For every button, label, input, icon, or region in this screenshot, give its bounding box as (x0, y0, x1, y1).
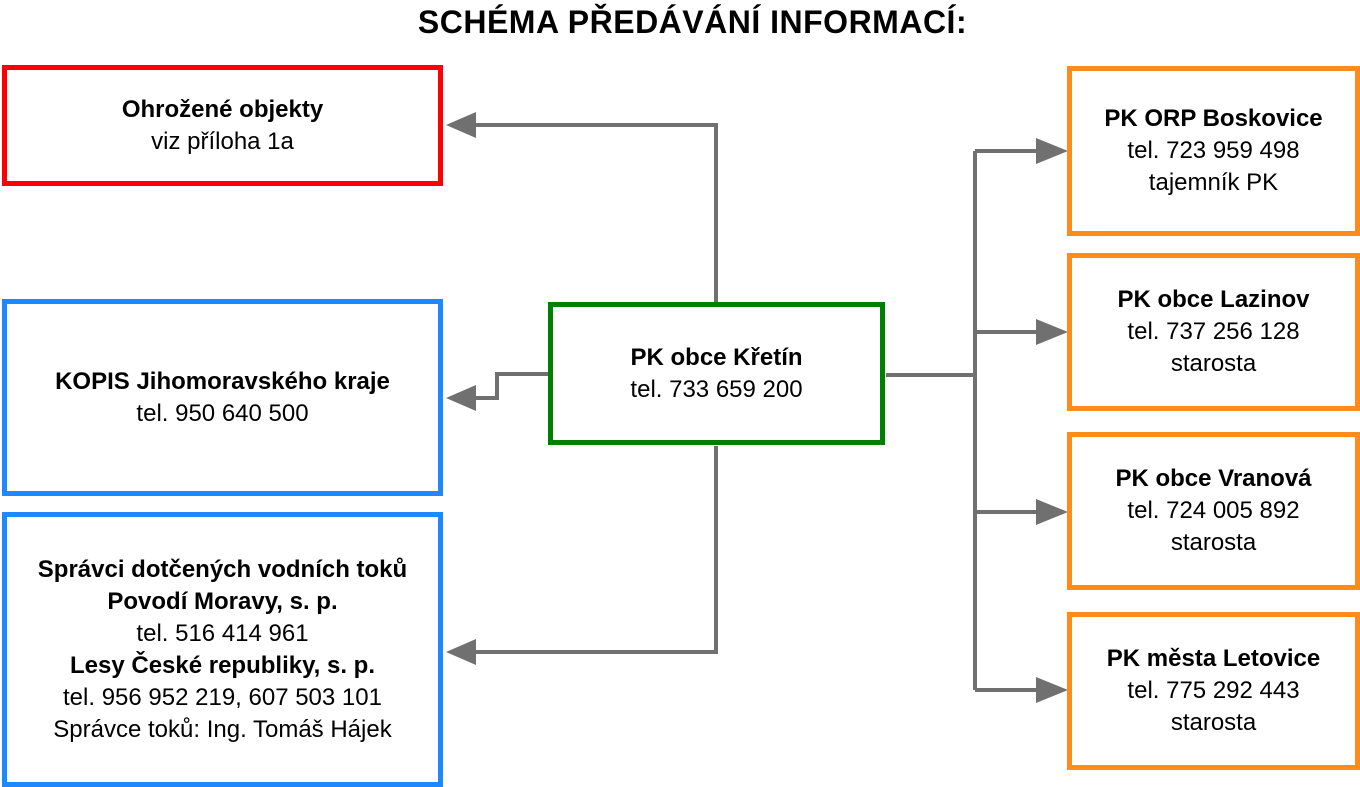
kopis-name: KOPIS Jihomoravského kraje (55, 367, 390, 395)
diagram-title: SCHÉMA PŘEDÁVÁNÍ INFORMACÍ: (417, 4, 968, 40)
boskovice-role: tajemník PK (1148, 169, 1279, 196)
lazinov-role: starosta (1170, 350, 1257, 377)
center-box-kretin: PK obce Křetín tel. 733 659 200 (548, 302, 885, 445)
threatened-objects-note: viz příloha 1a (151, 127, 294, 155)
arrowhead-kopis (446, 385, 476, 411)
river-managers-heading: Správci dotčených vodních toků (37, 555, 408, 583)
letovice-name: PK města Letovice (1106, 645, 1321, 672)
lesy-cr-name: Lesy České republiky, s. p. (69, 651, 376, 679)
threatened-objects-name: Ohrožené objekty (121, 95, 324, 123)
river-managers-box: Správci dotčených vodních toků Povodí Mo… (2, 512, 443, 787)
kopis-box: KOPIS Jihomoravského kraje tel. 950 640 … (2, 299, 443, 496)
box-boskovice: PK ORP Boskovice tel. 723 959 498 tajemn… (1067, 66, 1360, 236)
lazinov-name: PK obce Lazinov (1117, 286, 1310, 313)
threatened-objects-box: Ohrožené objekty viz příloha 1a (2, 65, 443, 186)
povodi-moravy-phone: tel. 516 414 961 (136, 619, 309, 647)
connector-to-rivers (475, 446, 718, 654)
center-name: PK obce Křetín (630, 343, 803, 371)
arrowhead-threatened (446, 112, 476, 138)
arrowhead-letovice (1036, 677, 1068, 703)
center-phone: tel. 733 659 200 (630, 375, 803, 403)
letovice-phone: tel. 775 292 443 (1127, 677, 1300, 704)
vranova-phone: tel. 724 005 892 (1127, 497, 1300, 524)
arrowhead-vranova (1036, 499, 1068, 525)
lesy-cr-phone: tel. 956 952 219, 607 503 101 (63, 683, 382, 711)
arrowhead-boskovice (1036, 138, 1068, 164)
lazinov-phone: tel. 737 256 128 (1127, 318, 1300, 345)
river-manager-person: Správce toků: Ing. Tomáš Hájek (53, 715, 392, 743)
letovice-role: starosta (1170, 709, 1257, 736)
povodi-moravy-name: Povodí Moravy, s. p. (107, 587, 338, 615)
vranova-name: PK obce Vranová (1115, 465, 1312, 492)
connector-to-kopis (475, 372, 553, 400)
box-letovice: PK města Letovice tel. 775 292 443 staro… (1067, 612, 1360, 770)
box-lazinov: PK obce Lazinov tel. 737 256 128 starost… (1067, 253, 1360, 411)
boskovice-name: PK ORP Boskovice (1104, 105, 1323, 132)
connector-to-threatened (475, 123, 718, 304)
boskovice-phone: tel. 723 959 498 (1127, 137, 1300, 164)
box-vranova: PK obce Vranová tel. 724 005 892 starost… (1067, 432, 1360, 590)
vranova-role: starosta (1170, 529, 1257, 556)
arrowhead-lazinov (1036, 319, 1068, 345)
arrowhead-rivers (446, 639, 476, 665)
kopis-phone: tel. 950 640 500 (136, 399, 309, 427)
